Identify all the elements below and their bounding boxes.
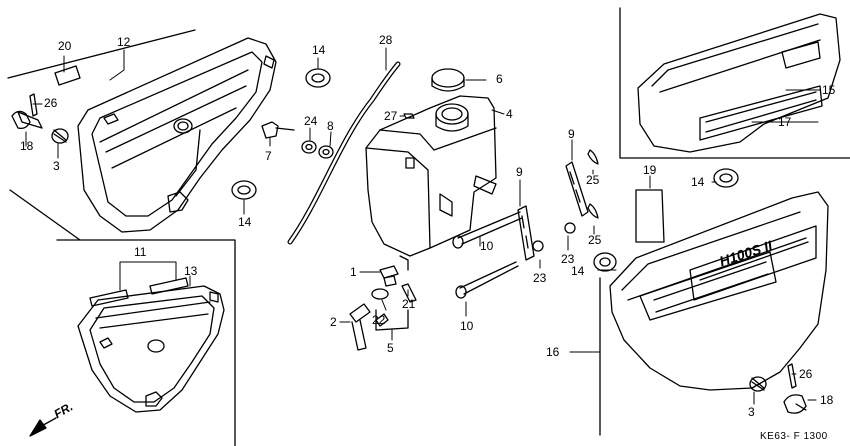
callout-22: 22 xyxy=(372,313,386,327)
callout-14-right-lower: 14 xyxy=(571,264,585,278)
frame-lines xyxy=(7,7,850,446)
callout-4: 4 xyxy=(506,107,513,121)
tank-fittings xyxy=(349,265,417,351)
leader-lines xyxy=(25,47,821,405)
callout-26-right: 26 xyxy=(799,367,813,381)
callout-3-left: 3 xyxy=(53,159,60,173)
callout-15: 15 xyxy=(822,83,836,97)
callout-8: 8 xyxy=(327,119,334,133)
callout-14-right-top: 14 xyxy=(691,175,705,189)
callout-3-right: 3 xyxy=(748,405,755,419)
callout-27: 27 xyxy=(384,109,398,123)
callout-7: 7 xyxy=(265,149,272,163)
callout-18-left: 18 xyxy=(20,139,34,153)
callout-12: 12 xyxy=(117,35,131,49)
right-side-cover-lower xyxy=(609,191,829,391)
tube-clip xyxy=(403,113,415,119)
callout-13: 13 xyxy=(184,264,198,278)
left-side-cover-upper xyxy=(77,37,277,233)
label-plate xyxy=(54,65,81,86)
callout-2: 2 xyxy=(330,315,337,329)
callout-9-right: 9 xyxy=(568,127,575,141)
callout-26-left: 26 xyxy=(44,96,58,110)
callout-25-upper: 25 xyxy=(586,173,600,187)
callout-14-left: 14 xyxy=(238,215,252,229)
callout-9-left: 9 xyxy=(516,165,523,179)
callout-24: 24 xyxy=(304,114,318,128)
callout-5: 5 xyxy=(387,341,394,355)
callout-21: 21 xyxy=(402,297,416,311)
grommets xyxy=(231,68,739,272)
callout-16: 16 xyxy=(546,345,560,359)
callout-17: 17 xyxy=(778,115,792,129)
lower-label-strip-2 xyxy=(149,277,189,295)
callout-20: 20 xyxy=(58,39,72,53)
callout-6: 6 xyxy=(496,72,503,86)
straps-and-clips xyxy=(517,149,599,261)
callout-1: 1 xyxy=(350,265,357,279)
long-bolts xyxy=(452,211,523,299)
right-side-cover-upper xyxy=(637,13,841,153)
callout-11: 11 xyxy=(134,245,147,259)
right-hardware xyxy=(749,363,807,414)
callout-25-lower: 25 xyxy=(588,233,602,247)
oil-tank xyxy=(365,95,497,271)
breather-tube-inner xyxy=(288,62,400,244)
callout-19: 19 xyxy=(643,163,657,177)
callout-18-right: 18 xyxy=(820,393,834,407)
reflector-plate xyxy=(635,189,665,243)
left-side-cover-lower xyxy=(77,285,225,413)
callout-10-lower: 10 xyxy=(460,319,474,333)
callout-28: 28 xyxy=(379,33,393,47)
callout-23-left: 23 xyxy=(561,252,575,266)
lower-label-strip xyxy=(89,289,129,307)
left-hardware-upper xyxy=(11,93,69,144)
washers-and-bolt xyxy=(261,121,334,159)
diagram-code: KE63- F 1300 xyxy=(760,431,828,442)
callout-23-right: 23 xyxy=(533,271,547,285)
filler-cap xyxy=(431,68,465,92)
callout-10-upper: 10 xyxy=(480,239,494,253)
front-arrow-shaft xyxy=(37,417,57,429)
callout-14-top: 14 xyxy=(312,43,326,57)
